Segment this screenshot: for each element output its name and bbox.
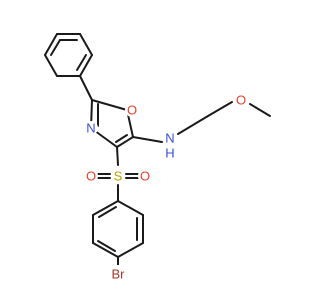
bond [249, 103, 271, 117]
bond-double-inner [115, 134, 128, 143]
amine-nitrogen-atom: N H [163, 131, 177, 161]
atom-labels: O N N H O S O O Br [84, 93, 248, 283]
bond [207, 101, 233, 117]
bond [92, 242, 119, 258]
bond [44, 33, 58, 56]
sulfonyl-oxygen-right-label: O [140, 169, 150, 184]
bond [79, 33, 93, 56]
bond [79, 54, 93, 77]
bromophenyl-ring [92, 200, 144, 267]
bond [92, 200, 119, 216]
sulfonyl-oxygen-left-label: O [86, 169, 96, 184]
bond-double-inner [98, 206, 117, 218]
ring-oxygen-label: O [127, 103, 137, 118]
ring-nitrogen-label: N [86, 121, 95, 136]
bromine-label: Br [112, 267, 126, 282]
bond [44, 54, 58, 77]
ether-oxygen-atom: O [234, 93, 248, 108]
sulfonyl-oxygen-right-atom: O [138, 169, 152, 184]
ether-oxygen-label: O [236, 93, 246, 108]
amine-nitrogen-label: N [165, 131, 174, 146]
bond [116, 146, 119, 166]
bond-double-inner [97, 240, 116, 252]
bond [91, 99, 128, 111]
sulfonyl-oxygen-left-atom: O [84, 169, 98, 184]
sulfur-label: S [114, 169, 123, 184]
bond-double-inner [76, 54, 87, 71]
bromine-atom: Br [109, 265, 127, 283]
ring-oxygen-atom: O [125, 103, 139, 118]
molecule-structure-diagram: O N N H O S O O Br [44, 33, 271, 283]
bond [132, 136, 163, 143]
phenyl-ring [44, 33, 93, 77]
methoxyethylamine-chain [132, 101, 271, 143]
sulfur-atom: S [111, 169, 125, 184]
bond-double-inner [50, 39, 61, 56]
bond [116, 136, 134, 148]
ring-nitrogen-atom: N [84, 121, 98, 136]
bond [117, 200, 144, 216]
sulfonyl-group [97, 146, 139, 202]
bond [79, 75, 93, 101]
bond [177, 115, 209, 135]
bond [117, 242, 144, 258]
amine-hydrogen-label: H [165, 146, 174, 161]
